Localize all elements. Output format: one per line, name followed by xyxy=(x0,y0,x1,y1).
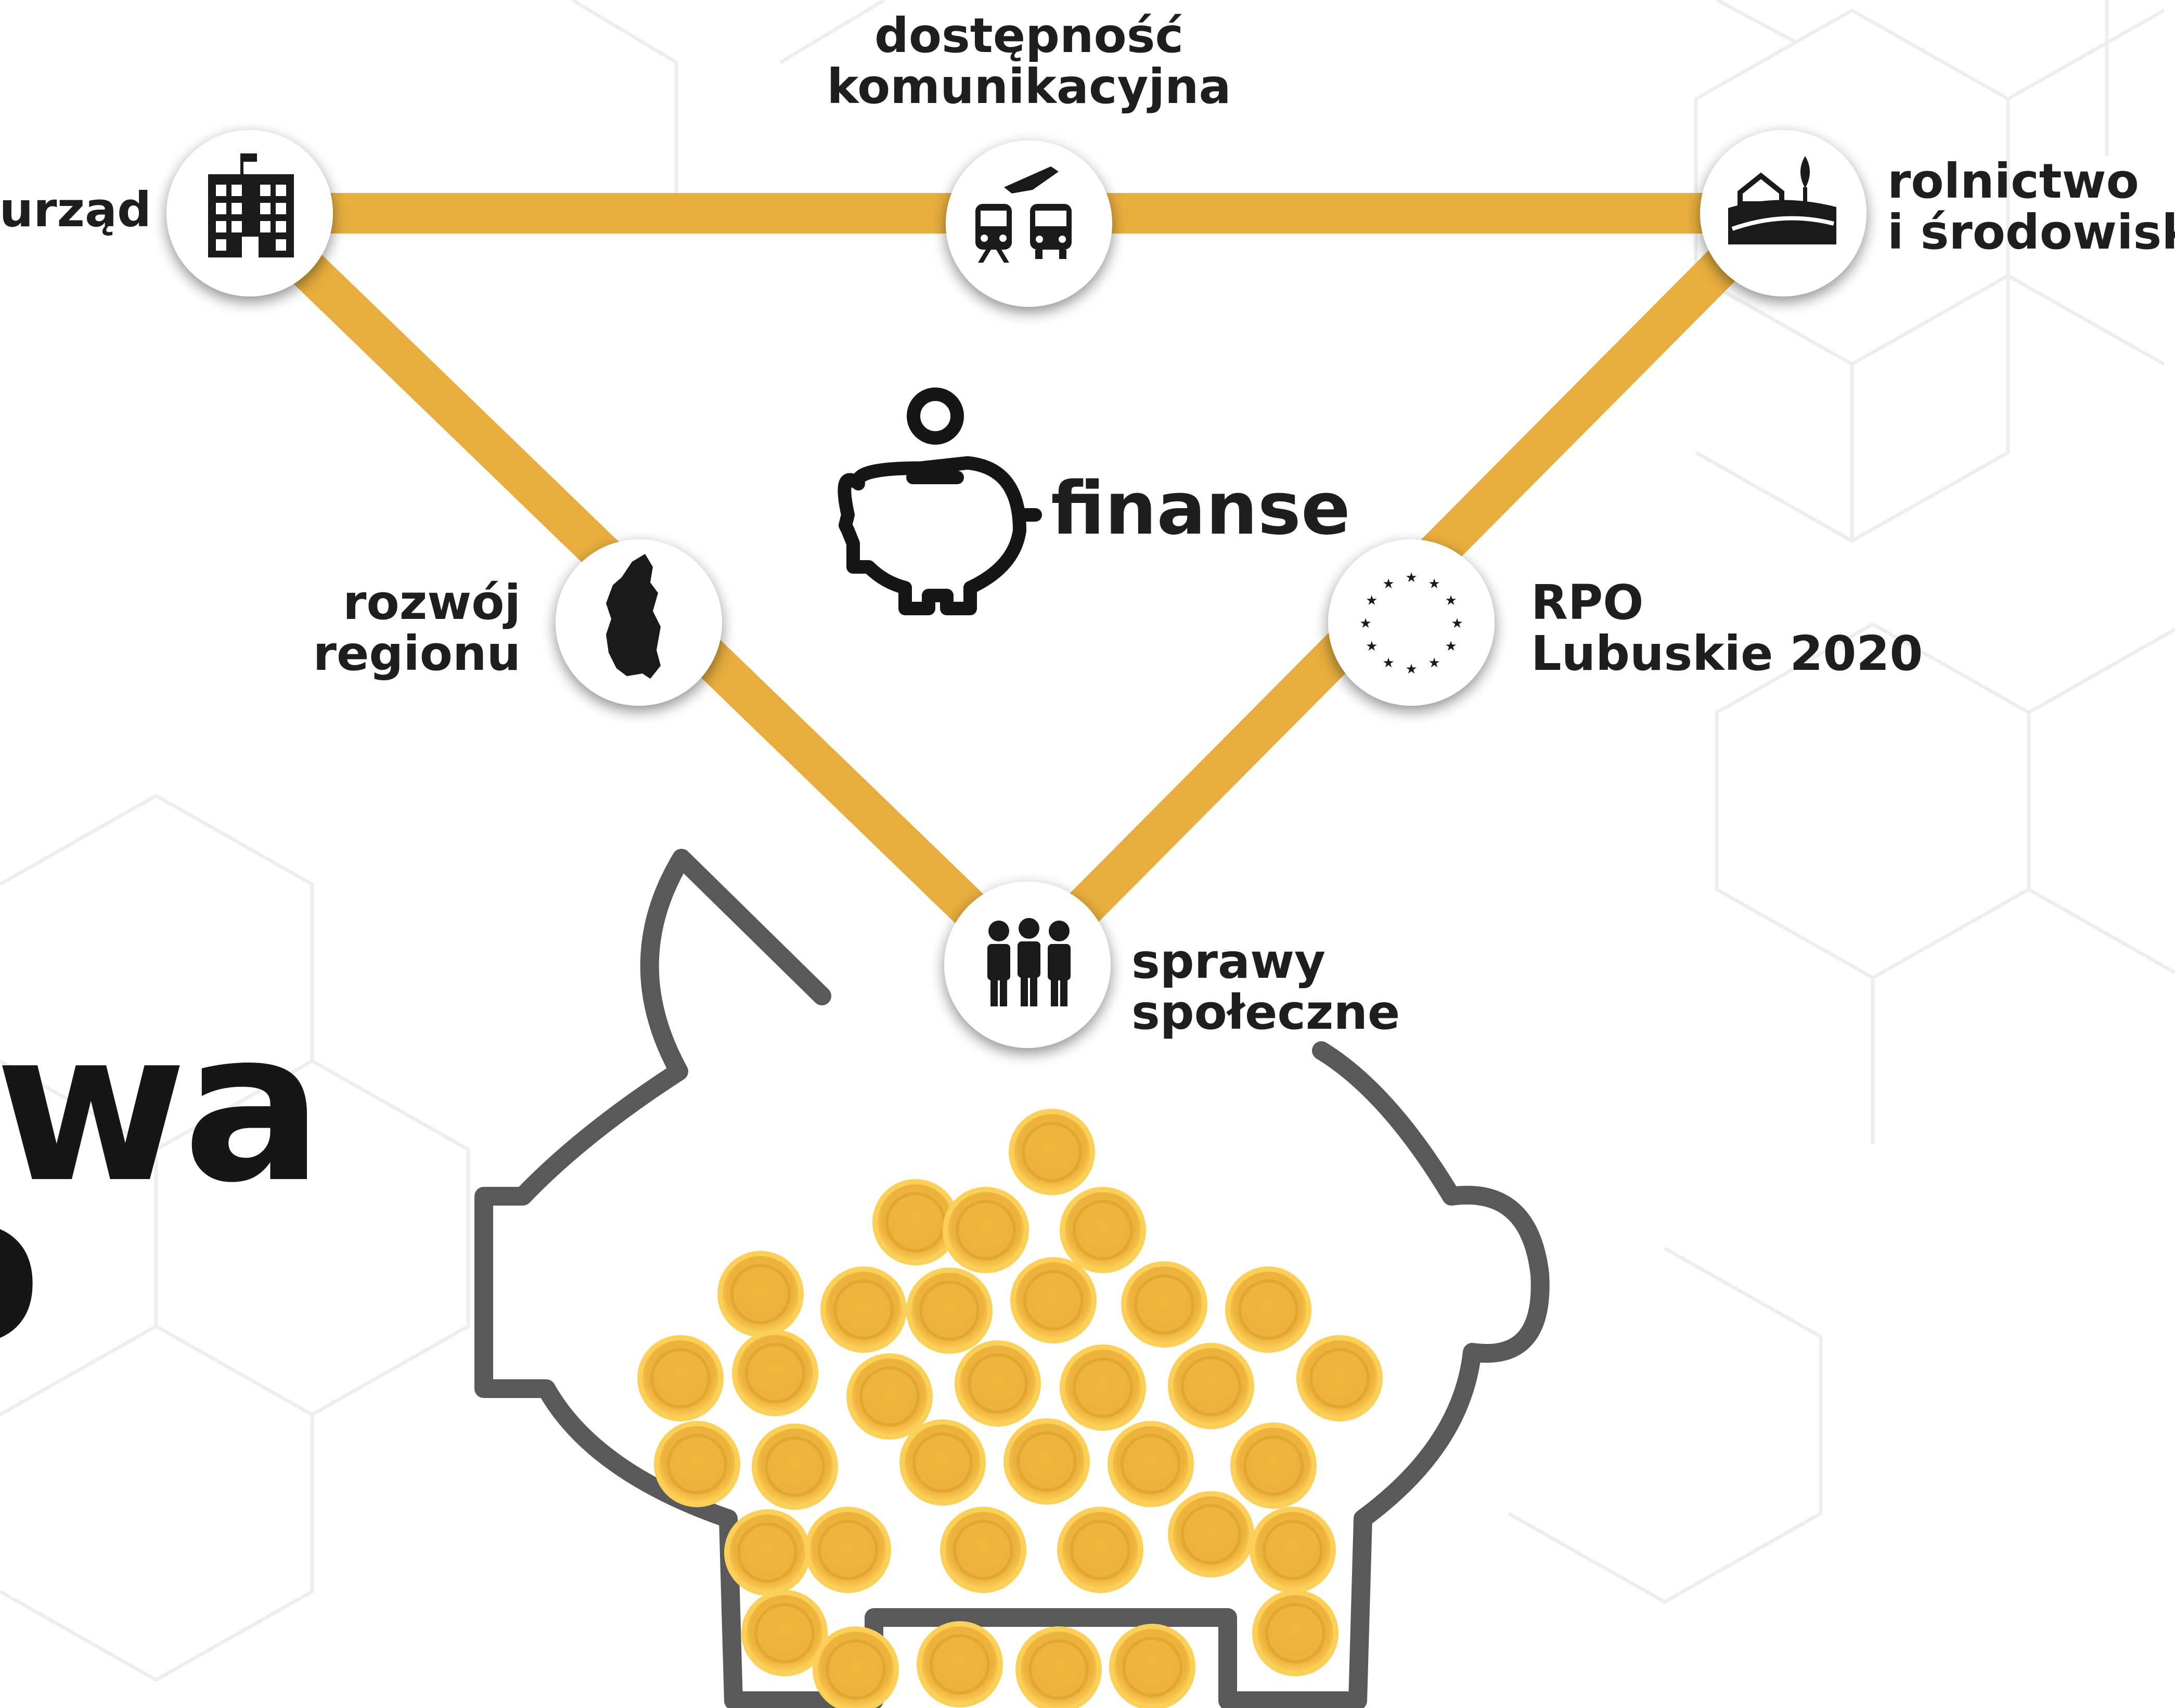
coin-inner-ring xyxy=(833,1279,894,1340)
partial-title-line-1: wa xyxy=(0,987,323,1228)
coin-inner-ring xyxy=(667,1434,727,1494)
coin-inner-ring xyxy=(1243,1435,1304,1496)
coin-inner-ring xyxy=(919,1280,980,1341)
coin-inner-ring xyxy=(1022,1122,1082,1182)
coin-inner-ring xyxy=(1238,1279,1298,1340)
eu-star: ★ xyxy=(1382,655,1394,671)
coin-inner-ring xyxy=(737,1522,797,1583)
coin-inner-ring xyxy=(730,1264,791,1324)
label-dostepnosc: dostępność komunikacyjna xyxy=(827,8,1231,114)
coin-inner-ring xyxy=(1070,1520,1130,1580)
coin-inner-ring xyxy=(953,1520,1013,1580)
coin-inner-ring xyxy=(1134,1274,1194,1335)
center-label-finanse: finanse xyxy=(1051,467,1350,551)
coin-inner-ring xyxy=(1263,1520,1323,1580)
coin-inner-ring xyxy=(912,1432,973,1493)
node-rozwoj[interactable] xyxy=(556,539,722,706)
eu-star: ★ xyxy=(1451,616,1463,631)
coin-inner-ring xyxy=(1073,1357,1133,1418)
eu-star: ★ xyxy=(1428,655,1440,671)
coin-inner-ring xyxy=(650,1348,711,1408)
coin-inner-ring xyxy=(930,1634,990,1694)
partial-title-line-2: o xyxy=(0,1165,42,1373)
eu-star: ★ xyxy=(1445,639,1457,654)
eu-stars-icon: ★★★★★★★★★★★★ xyxy=(1359,570,1463,677)
coin-inner-ring xyxy=(1309,1348,1370,1408)
coin-inner-ring xyxy=(826,1639,886,1700)
eu-star: ★ xyxy=(1428,576,1440,592)
coin-inner-ring xyxy=(968,1353,1028,1414)
coin-inner-ring xyxy=(956,1200,1016,1260)
people-group-icon xyxy=(987,918,1071,1006)
eu-star: ★ xyxy=(1405,662,1417,677)
piggy-bank-outline-icon xyxy=(474,849,1550,1708)
transport-plane-train-bus-icon xyxy=(975,166,1072,263)
label-sprawy: sprawy społeczne xyxy=(1131,934,1400,1040)
coin-inner-ring xyxy=(765,1437,825,1497)
label-rpo: RPO Lubuskie 2020 xyxy=(1531,575,1923,681)
piggy-bank-icon xyxy=(838,387,1042,615)
node-rpo[interactable]: ★★★★★★★★★★★★ xyxy=(1328,539,1495,706)
eu-star: ★ xyxy=(1445,593,1457,609)
coin-inner-ring xyxy=(818,1520,878,1580)
coin-inner-ring xyxy=(1016,1431,1077,1492)
node-rolnictwo[interactable] xyxy=(1700,130,1867,296)
coin-inner-ring xyxy=(745,1343,805,1403)
coin-inner-ring xyxy=(1073,1200,1133,1260)
eu-star: ★ xyxy=(1359,616,1371,631)
eu-star: ★ xyxy=(1366,639,1378,654)
coin-inner-ring xyxy=(1265,1603,1325,1663)
node-urzad[interactable] xyxy=(166,130,333,296)
coin-inner-ring xyxy=(1181,1504,1241,1564)
office-building-icon xyxy=(208,153,294,257)
lubuskie-region-map-icon xyxy=(606,554,661,679)
coin-inner-ring xyxy=(1121,1434,1181,1494)
coin-inner-ring xyxy=(754,1603,815,1663)
coin-inner-ring xyxy=(859,1366,920,1427)
node-dostepnosc[interactable] xyxy=(946,140,1112,307)
label-urzad: urząd xyxy=(0,182,151,238)
eu-star: ★ xyxy=(1366,593,1378,609)
node-sprawy[interactable] xyxy=(944,882,1111,1048)
eu-star: ★ xyxy=(1405,570,1417,586)
coin-inner-ring xyxy=(1181,1356,1241,1416)
coin-inner-ring xyxy=(1122,1637,1182,1697)
coin-pile xyxy=(637,1109,1383,1708)
coin-inner-ring xyxy=(1023,1270,1084,1330)
farm-field-house-icon xyxy=(1728,156,1836,244)
label-rozwoj: rozwój regionu xyxy=(313,575,521,681)
coin-inner-ring xyxy=(1028,1639,1089,1700)
eu-star: ★ xyxy=(1382,576,1394,592)
label-rolnictwo: rolnictwo i środowisko xyxy=(1887,153,2175,260)
